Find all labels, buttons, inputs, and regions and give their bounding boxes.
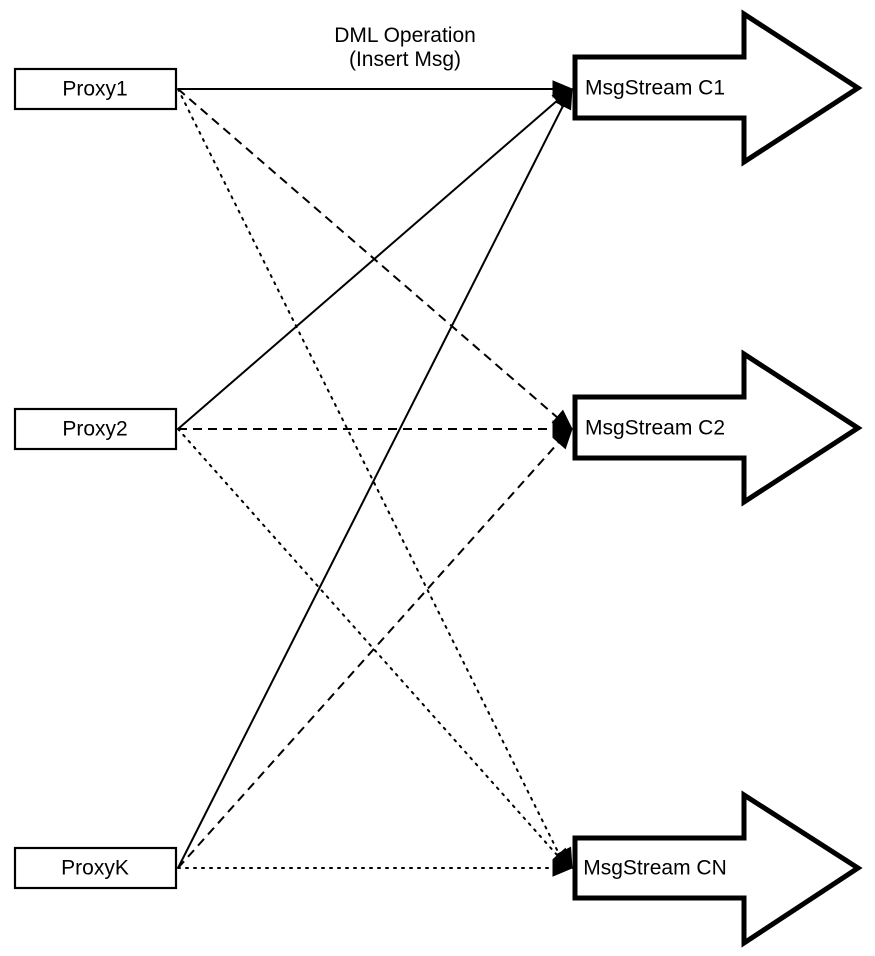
msgstream-label-stream_cn: MsgStream CN <box>583 857 727 880</box>
proxy-box-proxy1[interactable] <box>13 67 178 111</box>
msgstream-arrow-shape-stream_c2[interactable] <box>572 349 863 507</box>
msgstream-node-stream_c2[interactable]: MsgStream C2 <box>572 349 863 507</box>
connector-proxyK-to-c1 <box>177 95 569 869</box>
msgstream-label-stream_c1: MsgStream C1 <box>585 77 725 100</box>
arrowhead-head-pk-c2 <box>552 428 573 450</box>
proxy-label-proxyK: ProxyK <box>61 857 129 880</box>
proxy-label-proxy2: Proxy2 <box>62 418 127 441</box>
proxy-box-proxyK[interactable] <box>13 846 178 890</box>
arrowhead-layer <box>551 80 574 877</box>
connector-proxy1-to-c2 <box>177 88 567 426</box>
arrowhead-head-pk-cn <box>552 859 574 877</box>
proxy-label-proxy1: Proxy1 <box>62 78 127 101</box>
proxy-box-proxy2[interactable] <box>13 407 178 451</box>
msgstream-arrow-shape-stream_cn[interactable] <box>572 790 863 948</box>
msgstream-node-stream_c1[interactable]: MsgStream C1 <box>572 9 863 167</box>
msgstream-node-stream_cn[interactable]: MsgStream CN <box>572 790 863 948</box>
connector-proxy1-to-cn <box>177 88 565 865</box>
dml-operation-caption-line2: (Insert Msg) <box>349 48 461 71</box>
dml-operation-caption-line1: DML Operation <box>334 24 476 47</box>
proxy-node-proxyK[interactable]: ProxyK <box>13 846 178 890</box>
arrowhead-head-pk-c1 <box>555 87 573 111</box>
msgstream-label-stream_c2: MsgStream C2 <box>585 417 725 440</box>
proxy-node-proxy2[interactable]: Proxy2 <box>13 407 178 451</box>
connector-proxy2-to-c1 <box>177 92 567 430</box>
connector-proxy2-to-cn <box>177 428 566 865</box>
dml-operation-caption: DML Operation (Insert Msg) <box>334 24 476 71</box>
connector-layer <box>177 88 569 869</box>
msgstream-node-layer: MsgStream C1 MsgStream C2 MsgStream CN <box>572 9 863 948</box>
proxy-node-proxy1[interactable]: Proxy1 <box>13 67 178 111</box>
connector-proxyK-to-c2 <box>177 432 568 869</box>
msgstream-arrow-shape-stream_c1[interactable] <box>572 9 863 167</box>
